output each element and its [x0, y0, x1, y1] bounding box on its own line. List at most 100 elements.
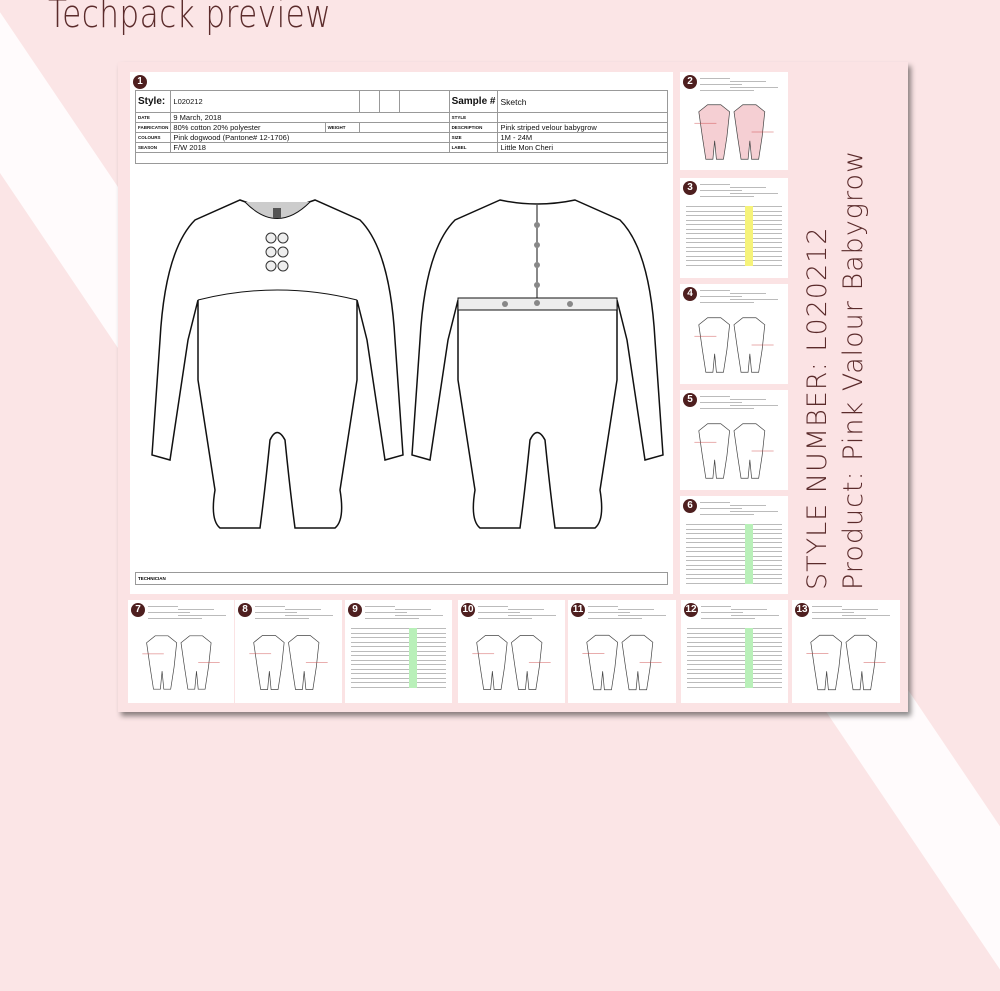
thumbnail-line: [700, 84, 742, 85]
label-value: Little Mon Cheri: [497, 142, 668, 153]
thumbnail-line: [255, 612, 297, 613]
spec-row: [351, 637, 446, 638]
spec-row: [686, 537, 782, 539]
page-thumbnail[interactable]: 13: [792, 600, 900, 703]
thumbnail-line: [588, 618, 642, 619]
style-type-label: STYLE: [448, 112, 499, 123]
technician-field: TECHNICIAN: [135, 572, 668, 585]
thumbnail-line: [478, 618, 532, 619]
page-number-badge: 9: [348, 603, 362, 617]
page-thumbnail[interactable]: 12: [681, 600, 788, 703]
thumbnail-line: [478, 606, 508, 607]
spec-row: [686, 264, 782, 266]
date-value: 9 March, 2018: [170, 112, 450, 123]
spec-row: [351, 686, 446, 688]
spec-row: [687, 659, 782, 661]
page-thumbnail[interactable]: 3: [680, 178, 788, 278]
thumbnail-line: [730, 299, 778, 300]
page-thumbnail[interactable]: 7: [128, 600, 234, 703]
page-number-badge: 13: [795, 603, 809, 617]
page-number-badge: 3: [683, 181, 697, 195]
size-value: 1M - 24M: [497, 132, 668, 143]
thumbnail-line: [148, 606, 178, 607]
highlight-column: [744, 524, 753, 584]
thumbnail-line: [700, 508, 742, 509]
page-thumbnail[interactable]: 8: [235, 600, 342, 703]
thumbnail-line: [365, 606, 395, 607]
thumbnail-line: [148, 612, 190, 613]
size-label: SIZE: [448, 132, 499, 143]
highlight-column: [409, 628, 418, 688]
thumbnail-line: [700, 408, 754, 409]
thumbnail-line: [700, 502, 730, 503]
page-thumbnail[interactable]: 5: [680, 390, 788, 490]
page-thumbnail[interactable]: 2: [680, 72, 788, 170]
spec-row: [686, 551, 782, 552]
spec-row: [686, 569, 782, 570]
page-number-badge: 1: [133, 75, 147, 89]
garment-sketch-icon: [472, 635, 551, 690]
thumbnail-line: [700, 396, 730, 397]
spec-row: [686, 219, 782, 221]
highlight-column: [744, 206, 753, 266]
page-thumbnail[interactable]: 4: [680, 284, 788, 384]
spec-row: [351, 628, 446, 629]
page-number-badge: 2: [683, 75, 697, 89]
spec-row: [686, 560, 782, 561]
spec-row: [686, 206, 782, 207]
thumbnail-line: [365, 618, 419, 619]
thumbnail-line: [731, 615, 779, 616]
thumbnail-line: [700, 190, 742, 191]
style-type-value: [497, 112, 668, 123]
fabrication-value: 80% cotton 20% polyester: [170, 122, 326, 133]
spec-row: [351, 677, 446, 679]
thumbnail-line: [700, 184, 730, 185]
season-label: SEASON: [134, 142, 172, 153]
weight-label: WEIGHT: [324, 122, 360, 133]
spec-row: [686, 542, 782, 543]
spec-row: [687, 646, 782, 647]
page-title: Techpack preview: [48, 0, 332, 36]
style-label: Style:: [134, 90, 172, 113]
page-thumbnail[interactable]: 6: [680, 496, 788, 594]
page-thumbnail[interactable]: 11: [568, 600, 676, 703]
spec-row: [351, 664, 446, 665]
spec-row: [686, 246, 782, 248]
thumbnail-line: [618, 609, 654, 610]
spec-row: [686, 524, 782, 525]
spec-row: [687, 632, 782, 634]
description-label: DESCRIPTION: [448, 122, 499, 133]
spec-row: [687, 668, 782, 670]
spec-row: [686, 237, 782, 239]
spec-row: [351, 668, 446, 670]
style-value: L020212: [170, 90, 360, 113]
thumbnail-line: [701, 618, 755, 619]
garment-sketch-icon: [142, 635, 220, 690]
spec-row: [687, 641, 782, 643]
babygrow-front-sketch: [151, 199, 404, 529]
thumbnail-line: [730, 505, 766, 506]
spec-row: [351, 659, 446, 661]
spec-row: [686, 546, 782, 548]
thumbnail-line: [508, 609, 544, 610]
thumbnail-line: [731, 609, 767, 610]
spec-row: [686, 224, 782, 225]
page-number-badge: 4: [683, 287, 697, 301]
thumbnail-line: [700, 302, 754, 303]
spec-row: [687, 628, 782, 629]
page-number-badge: 5: [683, 393, 697, 407]
sample-label: Sample #: [448, 90, 499, 113]
spec-row: [351, 655, 446, 656]
thumbnail-line: [178, 609, 214, 610]
page-thumbnail[interactable]: 9: [345, 600, 452, 703]
page-thumbnail[interactable]: 10: [458, 600, 565, 703]
spec-row: [686, 251, 782, 252]
thumbnail-line: [812, 612, 854, 613]
garment-sketch-icon: [694, 104, 774, 160]
thumbnail-line: [812, 618, 866, 619]
thumbnail-line: [285, 615, 333, 616]
spec-row: [351, 673, 446, 674]
thumbnail-line: [701, 612, 743, 613]
